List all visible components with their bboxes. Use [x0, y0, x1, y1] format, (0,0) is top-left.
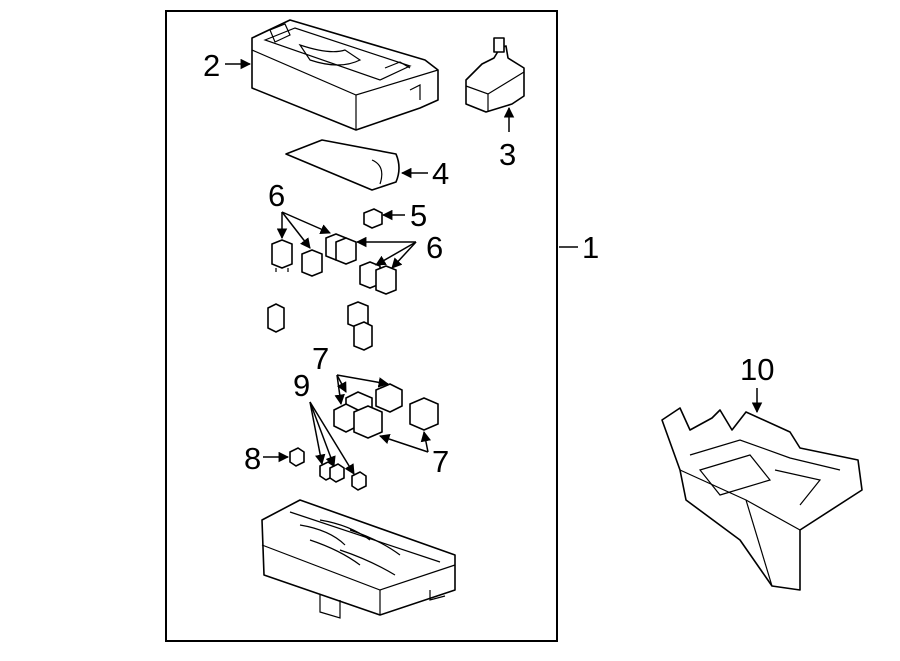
callout-9: 9 [293, 368, 310, 403]
upper-cover-part [251, 19, 439, 131]
callout-6-right: 6 [426, 230, 443, 265]
label-sheet-part [285, 139, 400, 191]
callout-8: 8 [244, 441, 261, 476]
callout-5: 5 [410, 198, 427, 233]
mini-relay [267, 303, 285, 333]
callout-4: 4 [432, 156, 449, 191]
mini-relay [353, 321, 373, 351]
fuse-part-8 [289, 447, 305, 467]
callout-2: 2 [203, 48, 220, 83]
fuse-part-5 [363, 208, 383, 229]
assembly-frame [165, 10, 558, 642]
leader-lines [225, 58, 763, 475]
relay-group-7 [333, 383, 439, 439]
tray-part [661, 407, 863, 591]
mini-relay [375, 265, 397, 295]
callout-6-upper: 6 [268, 178, 285, 213]
mini-relay [271, 239, 293, 272]
fuse-group-9 [319, 461, 367, 491]
callout-labels: 1 2 3 4 5 6 6 7 7 8 9 10 [203, 48, 774, 479]
fuse-block-base [261, 499, 456, 619]
callout-1: 1 [582, 230, 599, 265]
relay [353, 405, 383, 439]
mini-relay [335, 237, 357, 265]
connector-cover-part [465, 37, 525, 113]
relay [375, 383, 403, 413]
callout-7-upper: 7 [312, 341, 329, 376]
mini-relay-group [267, 233, 397, 351]
callout-3: 3 [499, 137, 516, 172]
callout-7-lower: 7 [432, 444, 449, 479]
relay [409, 397, 439, 431]
callout-10: 10 [740, 352, 774, 387]
mini-relay [301, 249, 323, 277]
